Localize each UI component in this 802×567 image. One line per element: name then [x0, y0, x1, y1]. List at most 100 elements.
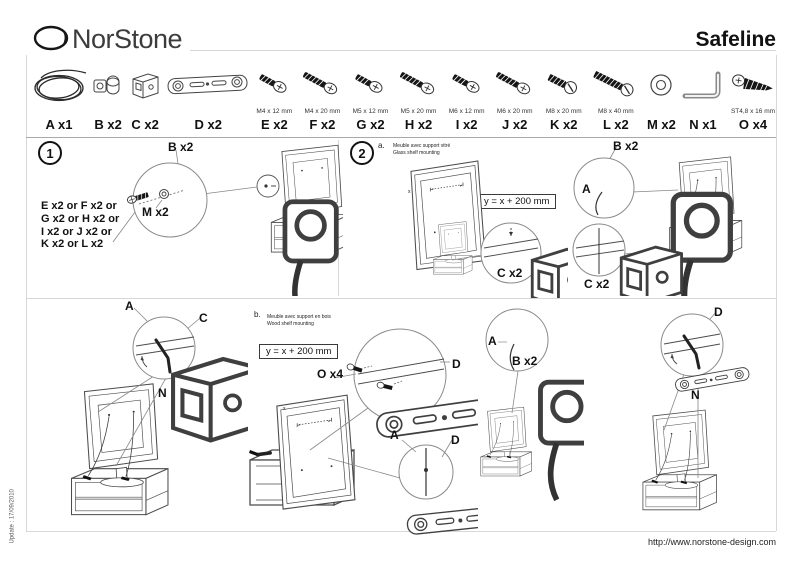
label-a-cable: A: [390, 428, 399, 442]
machine-screw-long-icon: [395, 62, 443, 108]
part-item-J: M6 x 20 mm J x2: [491, 62, 539, 132]
label-tighten-n: N: [158, 386, 167, 400]
label-b-tv: B x2: [512, 354, 538, 368]
wood-mounting-titles: Meuble avec support en bois Wood shelf m…: [267, 314, 331, 327]
clamp-c-drawing: [621, 247, 681, 296]
clamp-b-drawing: [540, 382, 584, 500]
wood-screw-icon: [730, 62, 776, 108]
screw-o-drawing: [376, 381, 393, 391]
wood-dim-label: x: [283, 406, 286, 412]
pan-bolt-short-icon: [543, 62, 585, 108]
glass-shelf-diagram: [352, 138, 568, 298]
step1-screw-options: E x2 or F x2 or G x2 or H x2 or I x2 or …: [41, 200, 119, 251]
zoom-circle: [480, 222, 542, 284]
frame-right: [776, 55, 777, 531]
machine-screw-long-icon: [298, 62, 346, 108]
label-n-tighten: N: [691, 388, 700, 402]
parts-divider: [26, 137, 776, 138]
tv-cabinet-drawing: [481, 407, 532, 476]
part-size: M6 x 12 mm: [448, 108, 485, 115]
update-date: Update : 17/09/2010: [9, 489, 16, 544]
part-size: M8 x 40 mm: [597, 108, 634, 115]
machine-screw-short-icon: [254, 62, 294, 108]
part-label: I x2: [455, 117, 478, 132]
glass-tighten-diagram: [36, 307, 248, 540]
washer-drawing: [159, 189, 169, 199]
label-b-glass: B x2: [613, 139, 639, 153]
part-item-D: D x2: [166, 62, 250, 132]
pan-bolt-long-icon: [589, 62, 643, 108]
screw-option-line: K x2 or L x2: [41, 238, 104, 251]
step-1-badge: 1: [38, 141, 62, 165]
part-item-B: B x2: [92, 62, 124, 132]
wood-shelf-diagram: [249, 328, 478, 542]
allen-key-drawing: [682, 334, 701, 370]
part-label: C x2: [131, 117, 159, 132]
part-label: F x2: [309, 117, 336, 132]
header-divider: [190, 50, 776, 51]
screw-option-line: I x2 or J x2 or: [41, 225, 112, 238]
cable-clamp-icon: [92, 62, 124, 108]
part-label: O x4: [738, 117, 768, 132]
screw-drawing: [127, 192, 149, 204]
tv-back-panel-drawing: [277, 395, 355, 509]
item-b-marker: b.: [254, 310, 261, 319]
frame-left: [26, 55, 27, 531]
part-label: H x2: [404, 117, 433, 132]
part-item-M: M x2: [647, 62, 676, 132]
part-item-L: M8 x 40 mm L x2: [589, 62, 643, 132]
part-label: M x2: [646, 117, 676, 132]
glass-dim-label: x: [408, 189, 411, 195]
glass-title-fr: Meuble avec support vitré: [393, 143, 451, 149]
website-url: http://www.norstone-design.com: [647, 537, 776, 547]
cable-coil-icon: [30, 62, 88, 108]
label-d-bar: D: [452, 357, 461, 371]
zoom-circle: [573, 157, 635, 219]
wood-tv-diagram: [468, 308, 584, 515]
item-a-marker: a.: [378, 141, 385, 150]
part-label: A x1: [45, 117, 73, 132]
part-size: M8 x 20 mm: [545, 108, 582, 115]
part-label: D x2: [194, 117, 222, 132]
zoom-circle: [132, 316, 196, 380]
screw-o-drawing: [346, 363, 363, 373]
machine-screw-long-icon: [491, 62, 539, 108]
screw-option-line: G x2 or H x2 or: [41, 212, 120, 225]
label-a-glass: A: [582, 182, 591, 196]
washer-icon: [648, 62, 674, 108]
allen-key-drawing: [154, 338, 172, 374]
glass-title-en: Glass shelf mounting: [393, 149, 440, 156]
part-item-I: M6 x 12 mm I x2: [447, 62, 487, 132]
glass-tv-diagram: [572, 143, 776, 296]
brand-name: NorStone: [72, 24, 183, 54]
wood-title-en: Wood shelf mounting: [267, 320, 314, 327]
shelf-clamp-icon: [128, 62, 162, 108]
part-label: E x2: [260, 117, 288, 132]
label-tighten-c: C: [199, 311, 208, 325]
part-size: M6 x 20 mm: [496, 108, 533, 115]
wood-formula-box: y = x + 200 mm: [259, 344, 339, 359]
wood-tighten-diagram: [626, 311, 776, 522]
step1-diagram: [112, 138, 343, 296]
label-a-tv: A: [488, 334, 497, 348]
glass-mounting-titles: Meuble avec support vitré Glass shelf mo…: [393, 143, 450, 156]
clamp-b-drawing: [285, 202, 336, 296]
part-label: N x1: [689, 117, 717, 132]
mid-divider: [26, 298, 776, 299]
part-item-A: A x1: [30, 62, 88, 132]
step-2-badge: 2: [350, 141, 374, 165]
tv-cabinet-drawing: [643, 410, 717, 510]
part-label: L x2: [602, 117, 629, 132]
label-tighten-a: A: [125, 299, 134, 313]
part-item-C: C x2: [128, 62, 162, 132]
screw-option-line: E x2 or F x2 or: [41, 200, 117, 212]
part-label: J x2: [502, 117, 528, 132]
zoom-circle: [132, 162, 208, 238]
label-b-step1: B x2: [168, 140, 194, 154]
machine-screw-short-icon: [447, 62, 487, 108]
